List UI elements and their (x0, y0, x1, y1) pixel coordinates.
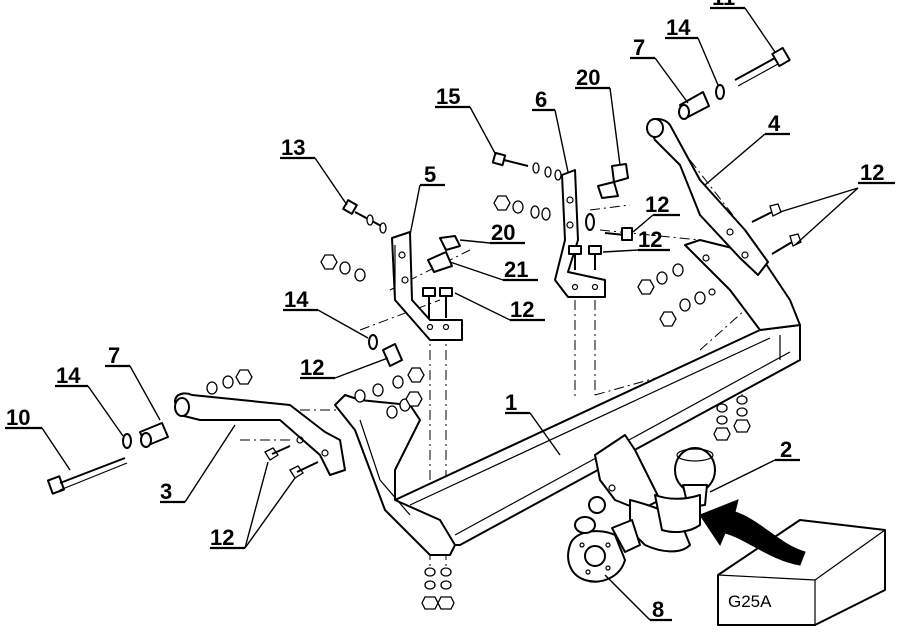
label-part-12-e: 12 (210, 525, 234, 550)
label-part-20-top: 20 (576, 65, 600, 90)
socket-plate-part-8 (567, 516, 641, 583)
label-part-12-f: 12 (860, 160, 884, 185)
towball-part-2 (588, 434, 716, 553)
label-part-15: 15 (436, 84, 460, 109)
label-part-13: 13 (281, 135, 305, 160)
label-part-7-left: 7 (108, 343, 120, 368)
label-part-12-a: 12 (645, 192, 669, 217)
label-part-14-top: 14 (666, 15, 691, 40)
label-part-6: 6 (535, 87, 547, 112)
box-code-text: G25A (728, 592, 772, 611)
bracket-part-6 (554, 169, 606, 298)
towball-code-box: G25A (717, 519, 886, 626)
label-part-2: 2 (780, 437, 792, 462)
fasteners (46, 46, 802, 610)
label-part-14-middle: 14 (284, 287, 309, 312)
label-part-12-c: 12 (510, 297, 534, 322)
leader-lines (5, 6, 895, 622)
part-number-labels: 1 2 3 4 5 6 7 7 8 10 11 12 12 12 12 12 1… (6, 0, 884, 622)
curved-arrow-icon (699, 499, 806, 566)
label-part-4: 4 (768, 111, 781, 136)
side-arm-part-3 (174, 392, 346, 476)
label-part-10: 10 (6, 405, 30, 430)
crossbar-part-1 (334, 239, 801, 556)
label-part-14-left: 14 (56, 363, 81, 388)
bracket-part-5 (391, 231, 463, 341)
label-part-11: 11 (712, 0, 735, 10)
label-part-12-b: 12 (638, 227, 662, 252)
side-arm-part-4 (646, 118, 769, 276)
label-part-8: 8 (652, 597, 664, 622)
label-part-20-middle: 20 (491, 220, 515, 245)
label-part-21: 21 (504, 257, 528, 282)
label-part-12-d: 12 (300, 355, 324, 380)
label-part-7-top: 7 (633, 35, 645, 60)
label-part-5: 5 (424, 162, 436, 187)
label-part-3: 3 (160, 479, 172, 504)
label-part-1: 1 (505, 390, 517, 415)
